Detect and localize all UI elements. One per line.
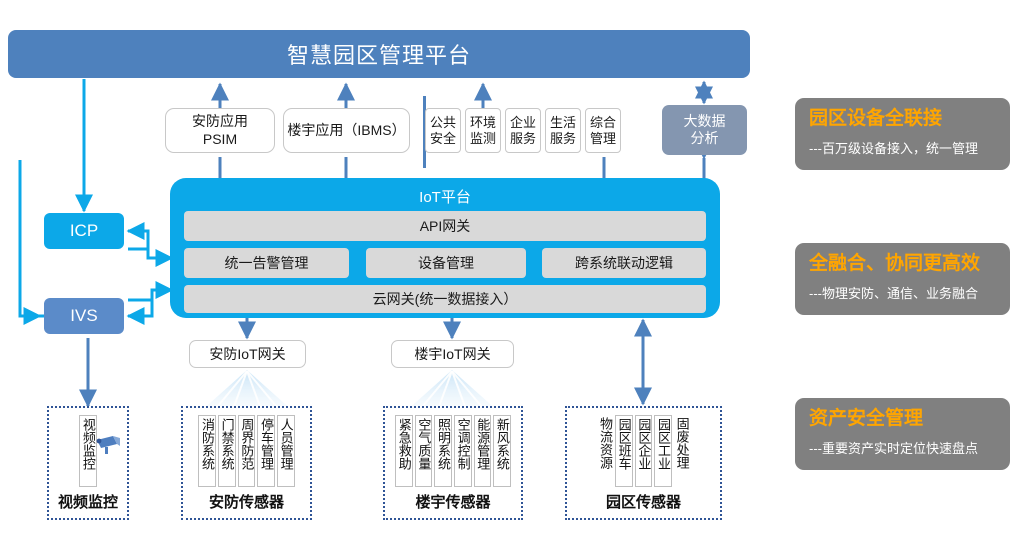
sensor-item[interactable]: 新风系统 <box>493 415 511 487</box>
gateway-security-label: 安防IoT网关 <box>209 346 286 362</box>
iot-module-cloud-gateway[interactable]: 云网关(统一数据接入） <box>184 285 706 313</box>
sensor-item[interactable]: 园区班车 <box>615 415 633 487</box>
sensor-group-building: 紧急救助 空气质量 照明系统 空调控制 能源管理 新风系统 楼宇传感器 <box>383 406 523 520</box>
benefit-panel-3-title: 资产安全管理 <box>809 408 924 429</box>
sensor-group-building-items: 紧急救助 空气质量 照明系统 空调控制 能源管理 新风系统 <box>385 408 521 487</box>
sensor-item[interactable]: 周界防范 <box>237 415 256 487</box>
sensor-item[interactable]: 视频监控 <box>79 415 97 487</box>
app-box-enterprise-service[interactable]: 企业服务 <box>505 108 541 153</box>
benefit-panel-asset-security: 资产安全管理 ---重要资产实时定位快速盘点 <box>795 398 1010 470</box>
app-comprehensive-management-label: 综合管理 <box>589 114 616 146</box>
sensor-group-security: 消防系统 门禁系统 周界防范 停车管理 人员管理 安防传感器 <box>181 406 312 520</box>
sensor-item[interactable]: 能源管理 <box>473 415 492 487</box>
icp-box[interactable]: ICP <box>44 213 124 249</box>
sensor-group-video-surveillance: 视频监控 视频监控 <box>47 406 129 520</box>
benefit-panel-full-convergence: 全融合、协同更高效 ---物理安防、通信、业务融合 <box>795 243 1010 315</box>
sensor-item[interactable]: 门禁系统 <box>218 415 236 487</box>
ivs-box[interactable]: IVS <box>44 298 124 334</box>
gateway-building-label: 楼宇IoT网关 <box>414 346 491 362</box>
iot-module-device-management[interactable]: 设备管理 <box>366 248 526 278</box>
app-enterprise-service-label: 企业服务 <box>509 114 536 146</box>
application-group-divider <box>423 96 426 168</box>
big-data-analytics-box[interactable]: 大数据分析 <box>662 105 747 155</box>
benefit-panel-1-title: 园区设备全联接 <box>809 108 943 129</box>
benefit-panel-2-title: 全融合、协同更高效 <box>809 253 981 274</box>
sensor-group-park: 物流资源 园区班车 园区企业 园区工业 固废处理 园区传感器 <box>565 406 722 520</box>
sensor-item[interactable]: 物流资源 <box>597 415 614 487</box>
sensor-item[interactable]: 停车管理 <box>257 415 275 487</box>
cctv-camera-icon <box>96 436 120 454</box>
sensor-group-security-items: 消防系统 门禁系统 周界防范 停车管理 人员管理 <box>183 408 310 487</box>
iot-alarm-label: 统一告警管理 <box>224 255 309 271</box>
sensor-item[interactable]: 空气质量 <box>414 415 433 487</box>
benefit-panel-1-subtitle: ---百万级设备接入，统一管理 <box>809 140 978 156</box>
iot-cloud-gateway-label: 云网关(统一数据接入） <box>372 291 518 307</box>
sensor-item[interactable]: 园区企业 <box>634 415 653 487</box>
sensor-group-park-items: 物流资源 园区班车 园区企业 园区工业 固废处理 <box>567 408 720 487</box>
sensor-group-video-items: 视频监控 <box>49 408 127 487</box>
benefit-panel-full-device-connection: 园区设备全联接 ---百万级设备接入，统一管理 <box>795 98 1010 170</box>
sensor-group-park-label: 园区传感器 <box>605 494 681 511</box>
benefit-panel-3-subtitle: ---重要资产实时定位快速盘点 <box>809 440 978 456</box>
app-box-life-service[interactable]: 生活服务 <box>545 108 581 153</box>
app-environment-monitoring-label: 环境监测 <box>469 114 496 146</box>
ivs-label: IVS <box>70 306 98 325</box>
iot-api-gateway-label: API网关 <box>419 218 471 234</box>
sensor-group-building-label: 楼宇传感器 <box>415 494 491 511</box>
iot-device-label: 设备管理 <box>418 255 474 271</box>
sensor-item[interactable]: 消防系统 <box>198 415 217 487</box>
sensor-group-security-label: 安防传感器 <box>208 494 284 511</box>
iot-module-api-gateway[interactable]: API网关 <box>184 211 706 241</box>
sensor-group-video-label: 视频监控 <box>57 494 118 511</box>
iot-module-unified-alarm-management[interactable]: 统一告警管理 <box>184 248 349 278</box>
iot-platform-title: IoT平台 <box>419 189 471 206</box>
benefit-panel-2-subtitle: ---物理安防、通信、业务融合 <box>809 285 978 301</box>
app-life-service-label: 生活服务 <box>549 114 576 146</box>
sensor-item[interactable]: 空调控制 <box>454 415 472 487</box>
iot-module-cross-system-linkage[interactable]: 跨系统联动逻辑 <box>542 248 706 278</box>
app-box-public-security[interactable]: 公共安全 <box>425 108 461 153</box>
gateway-building-iot[interactable]: 楼宇IoT网关 <box>391 340 514 368</box>
sensor-item[interactable]: 紧急救助 <box>395 415 413 487</box>
sensor-item[interactable]: 园区工业 <box>654 415 672 487</box>
big-data-analytics-label: 大数据分析 <box>683 112 726 147</box>
sensor-item[interactable]: 人员管理 <box>276 415 295 487</box>
iot-cross-label: 跨系统联动逻辑 <box>575 255 673 271</box>
platform-title-bar: 智慧园区管理平台 <box>8 30 750 78</box>
app-public-security-label: 公共安全 <box>429 114 456 146</box>
sensor-item[interactable]: 照明系统 <box>434 415 452 487</box>
page-title: 智慧园区管理平台 <box>286 43 471 68</box>
gateway-security-iot[interactable]: 安防IoT网关 <box>189 340 306 368</box>
app-box-environment-monitoring[interactable]: 环境监测 <box>465 108 501 153</box>
sensor-item[interactable]: 固废处理 <box>673 415 690 487</box>
app-ibms-label: 楼宇应用（IBMS） <box>287 121 406 138</box>
iot-platform-container: IoT平台 API网关 统一告警管理 设备管理 跨系统联动逻辑 云网关(统一数据… <box>170 178 720 318</box>
icp-label: ICP <box>69 221 99 240</box>
app-box-ibms[interactable]: 楼宇应用（IBMS） <box>283 108 410 153</box>
app-box-comprehensive-management[interactable]: 综合管理 <box>585 108 621 153</box>
